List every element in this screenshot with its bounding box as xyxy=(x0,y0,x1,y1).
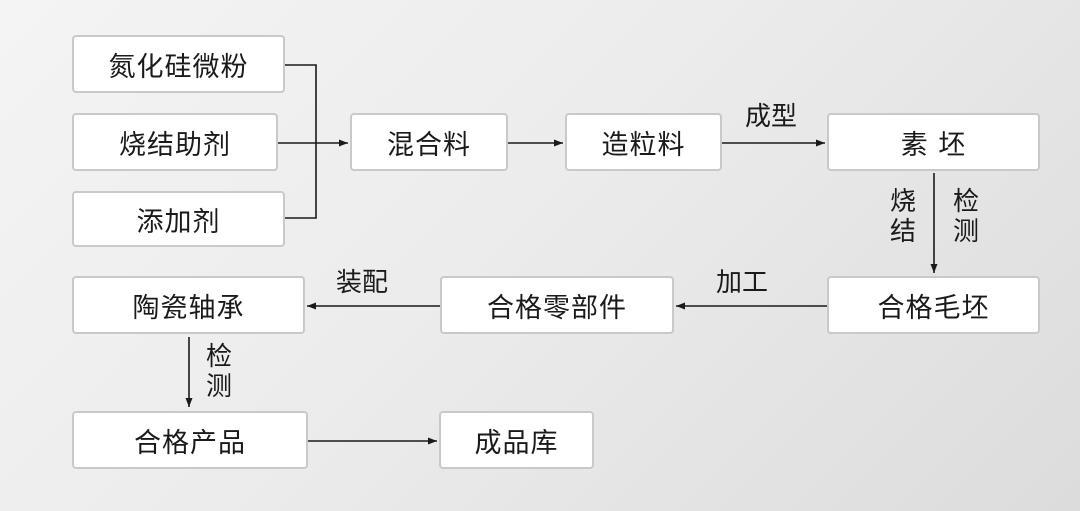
node-green-body: 素 坯 xyxy=(827,113,1040,171)
node-additive: 添加剂 xyxy=(72,191,285,247)
node-silicon-nitride: 氮化硅微粉 xyxy=(72,35,285,93)
label-inspection-final-char: 测 xyxy=(205,372,232,402)
label-assembly: 装配 xyxy=(336,268,389,298)
node-qualified-parts: 合格零部件 xyxy=(440,276,674,334)
label-inspection: 检 测 xyxy=(951,187,981,247)
label-sintering-char: 烧 xyxy=(889,187,916,217)
label-inspection-char: 检 xyxy=(952,187,979,217)
node-qualified-product: 合格产品 xyxy=(72,411,308,469)
node-warehouse: 成品库 xyxy=(439,411,594,469)
node-granules: 造粒料 xyxy=(565,113,722,171)
label-inspection-char: 测 xyxy=(952,217,979,247)
node-mixture: 混合料 xyxy=(350,113,508,171)
label-machining: 加工 xyxy=(716,268,769,298)
bracket-connector xyxy=(285,64,317,219)
label-sintering: 烧 结 xyxy=(888,187,918,247)
label-forming: 成型 xyxy=(745,102,798,132)
label-sintering-char: 结 xyxy=(889,217,916,247)
label-inspection-final-char: 检 xyxy=(205,342,232,372)
label-inspection-final: 检 测 xyxy=(204,342,234,402)
node-qualified-blank: 合格毛坯 xyxy=(827,276,1040,334)
node-ceramic-bearing: 陶瓷轴承 xyxy=(72,276,305,334)
node-sintering-aid: 烧结助剂 xyxy=(72,113,278,171)
